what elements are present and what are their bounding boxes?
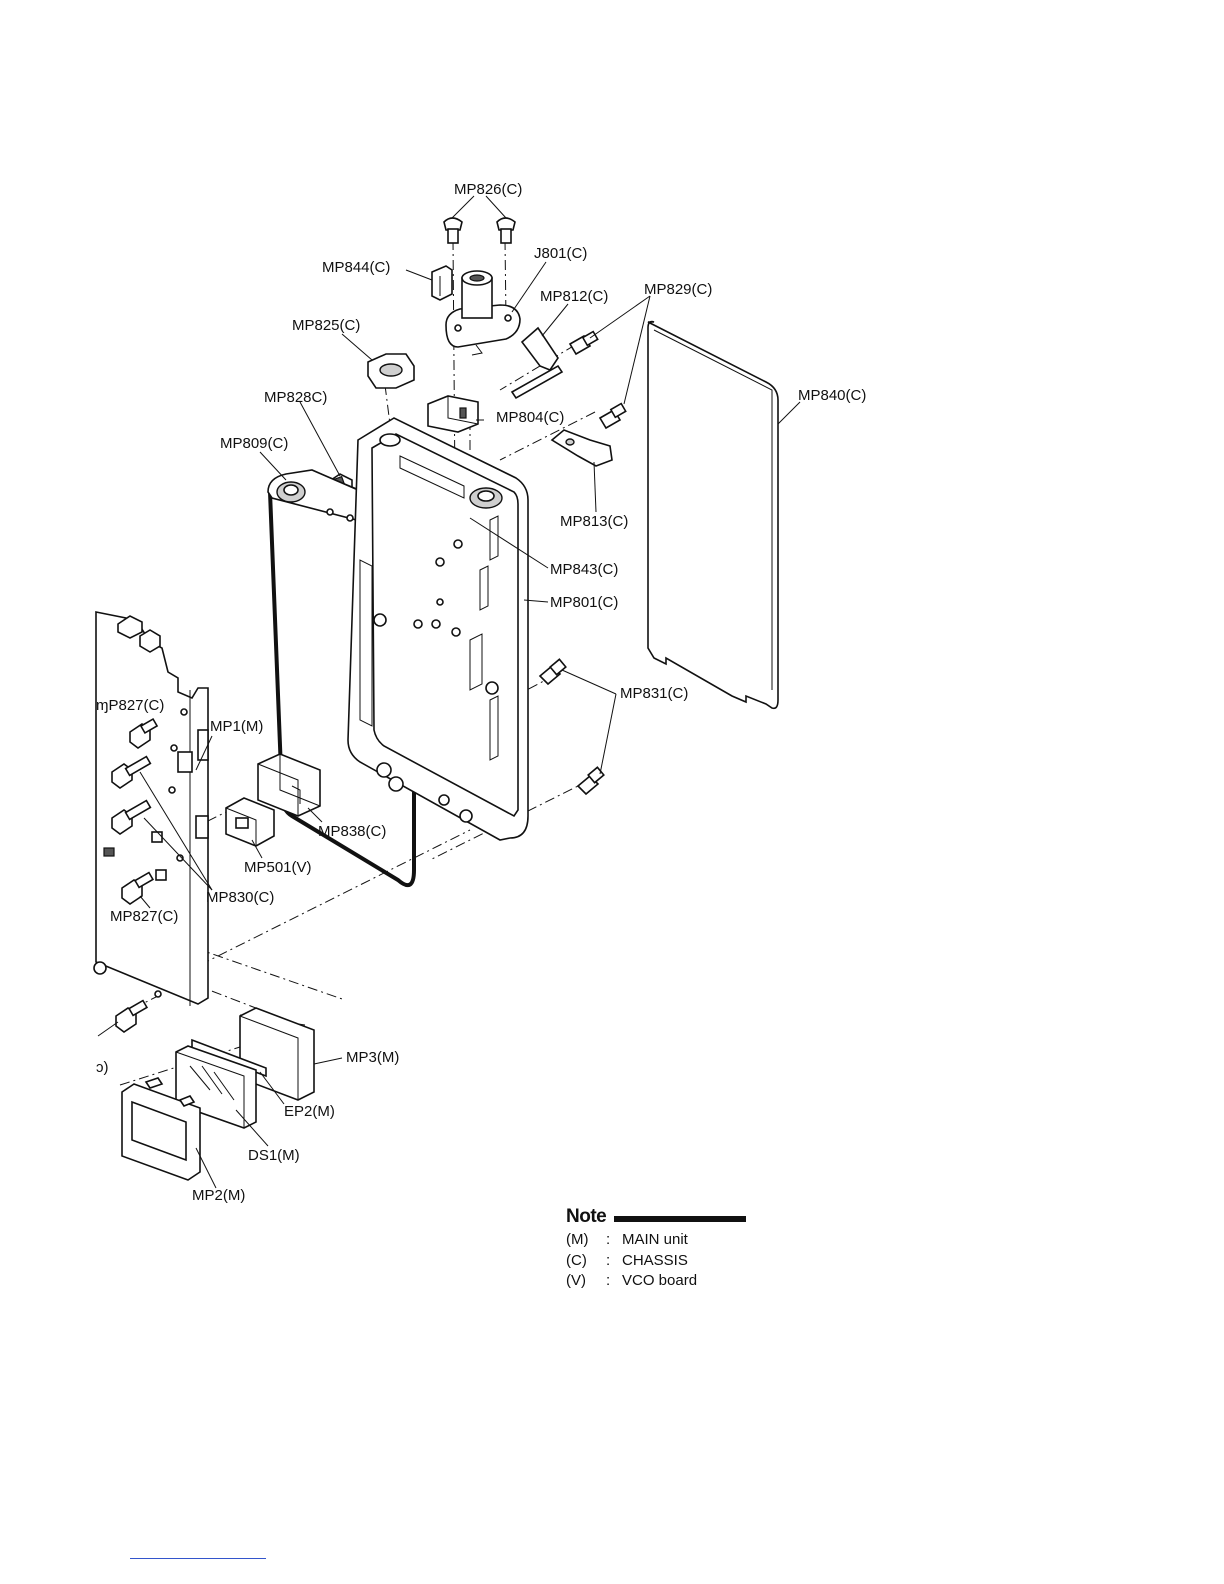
note-desc: MAIN unit	[622, 1230, 688, 1251]
label-mp827-top: ɱP827(C)	[96, 697, 164, 714]
label-j801: J801(C)	[534, 245, 587, 262]
note-row-chassis: (C) : CHASSIS	[566, 1251, 826, 1272]
note-header: Note	[566, 1204, 826, 1230]
label-mp2: MP2(M)	[192, 1187, 245, 1204]
note-code: (C)	[566, 1251, 606, 1272]
note-row-main: (M) : MAIN unit	[566, 1230, 826, 1251]
mp840-rear-panel	[648, 322, 778, 709]
label-mp838: MP838(C)	[318, 823, 386, 840]
label-mp829: MP829(C)	[644, 281, 712, 298]
label-mp830: MP830(C)	[206, 889, 274, 906]
label-mp812: MP812(C)	[540, 288, 608, 305]
label-mp804: MP804(C)	[496, 409, 564, 426]
label-mp826: MP826(C)	[454, 181, 522, 198]
mp813-latch	[552, 430, 612, 466]
label-mp827-bottom: MP827(C)	[110, 908, 178, 925]
mp801-chassis	[348, 418, 528, 840]
label-mp501: MP501(V)	[244, 859, 312, 876]
note-row-vco: (V) : VCO board	[566, 1271, 826, 1292]
note-colon: :	[606, 1271, 622, 1292]
bottom-divider-line	[130, 1558, 266, 1559]
label-cut-left: ɔ)	[96, 1059, 109, 1076]
label-mp1: MP1(M)	[210, 718, 263, 735]
note-rule	[614, 1216, 746, 1222]
label-mp809: MP809(C)	[220, 435, 288, 452]
mp501-part	[226, 798, 274, 846]
label-ep2: EP2(M)	[284, 1103, 335, 1120]
label-mp840: MP840(C)	[798, 387, 866, 404]
note-desc: VCO board	[622, 1271, 697, 1292]
main-unit-board	[94, 612, 208, 1006]
label-mp825: MP825(C)	[292, 317, 360, 334]
mp804-block	[428, 396, 478, 432]
note-colon: :	[606, 1230, 622, 1251]
label-mp813: MP813(C)	[560, 513, 628, 530]
note-code: (V)	[566, 1271, 606, 1292]
j801-connector	[446, 271, 520, 355]
note-title: Note	[566, 1206, 606, 1228]
mp829-screws	[570, 332, 626, 428]
mp831-screws	[540, 659, 604, 794]
label-mp831: MP831(C)	[620, 685, 688, 702]
mp825-nut	[368, 354, 414, 388]
note-desc: CHASSIS	[622, 1251, 688, 1272]
label-mp801: MP801(C)	[550, 594, 618, 611]
label-ds1: DS1(M)	[248, 1147, 300, 1164]
mp826-screws	[444, 218, 515, 243]
mp844-clip	[432, 266, 452, 300]
label-mp828: MP828C)	[264, 389, 327, 406]
label-mp843: MP843(C)	[550, 561, 618, 578]
note-legend: Note (M) : MAIN unit (C) : CHASSIS (V) :…	[566, 1204, 826, 1292]
label-mp844: MP844(C)	[322, 259, 390, 276]
label-mp3: MP3(M)	[346, 1049, 399, 1066]
mp812-latch	[512, 328, 562, 398]
note-code: (M)	[566, 1230, 606, 1251]
note-colon: :	[606, 1251, 622, 1272]
